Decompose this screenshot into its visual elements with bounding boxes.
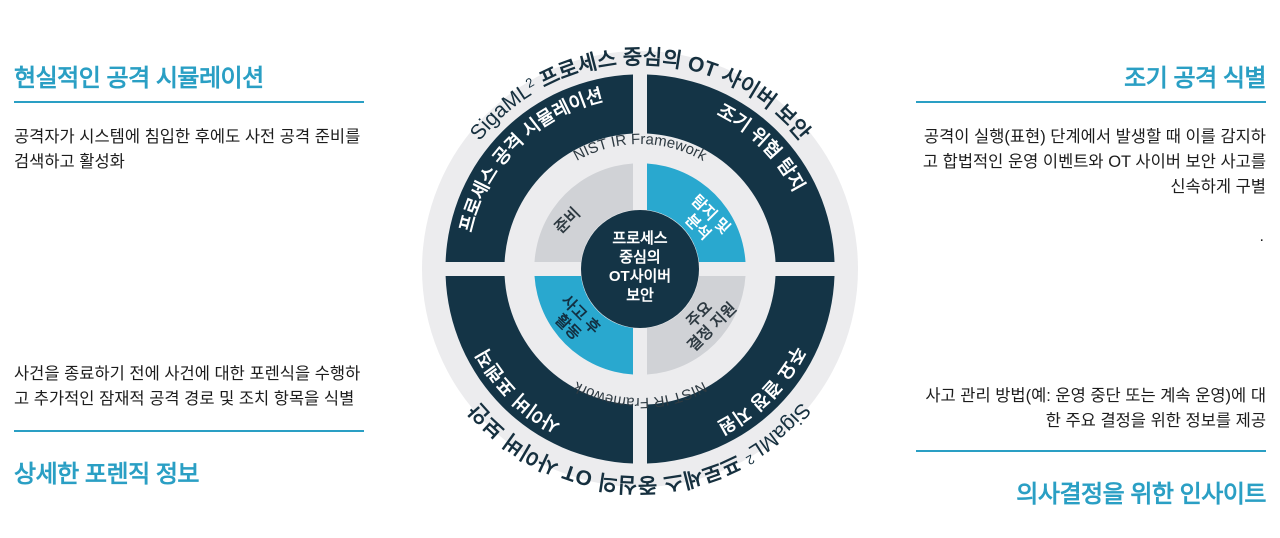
panel-top-right-body: 공격이 실행(표현) 단계에서 발생할 때 이를 감지하고 합법적인 운영 이벤…: [922, 128, 1266, 196]
panel-bottom-left-title: 상세한 포렌직 정보: [14, 460, 199, 488]
center-hub[interactable]: [581, 210, 699, 328]
panel-bottom-left: 사건을 종료하기 전에 사건에 대한 포렌식을 수행하고 추가적인 잠재적 공격…: [14, 362, 364, 489]
svg-text:OT사이버: OT사이버: [609, 268, 671, 285]
inner-segment-preparation[interactable]: 준비: [534, 163, 634, 263]
panel-top-left-body: 공격자가 시스템에 침입한 후에도 사전 공격 준비를 검색하고 활성화: [14, 128, 361, 171]
panel-top-left: 현실적인 공격 시뮬레이션 공격자가 시스템에 침입한 후에도 사전 공격 준비…: [14, 58, 364, 175]
panel-top-left-divider: [14, 101, 364, 103]
panel-top-right-trailing-mark: .: [1259, 228, 1264, 245]
panel-bottom-left-divider: [14, 429, 364, 432]
svg-text:프로세스: 프로세스: [612, 230, 667, 247]
panel-top-right-divider: [916, 101, 1266, 103]
svg-text:보안: 보안: [626, 286, 654, 304]
panel-bottom-right: 사고 관리 방법(예: 운영 중단 또는 계속 운영)에 대한 주요 결정을 위…: [916, 384, 1267, 509]
panel-bottom-right-title: 의사결정을 위한 인사이트: [1016, 480, 1266, 508]
panel-top-left-title: 현실적인 공격 시뮬레이션: [14, 65, 264, 92]
svg-text:중심의: 중심의: [619, 248, 660, 266]
panel-bottom-left-body: 사건을 종료하기 전에 사건에 대한 포렌식을 수행하고 추가적인 잠재적 공격…: [14, 365, 361, 408]
panel-top-right: 조기 공격 식별 공격이 실행(표현) 단계에서 발생할 때 이를 감지하고 합…: [916, 58, 1267, 245]
ot-cybersecurity-wheel-diagram: 프로세스 공격 시뮬레이션 조기 위협 탐지 사이버 포렌직 주요 결정 지원 …: [405, 8, 875, 530]
panel-bottom-right-body: 사고 관리 방법(예: 운영 중단 또는 계속 운영)에 대한 주요 결정을 위…: [925, 387, 1266, 430]
panel-bottom-right-divider: [916, 449, 1266, 452]
center-hub-label: 프로세스 중심의 OT사이버 보안: [609, 230, 671, 304]
panel-top-right-title: 조기 공격 식별: [1124, 65, 1266, 92]
